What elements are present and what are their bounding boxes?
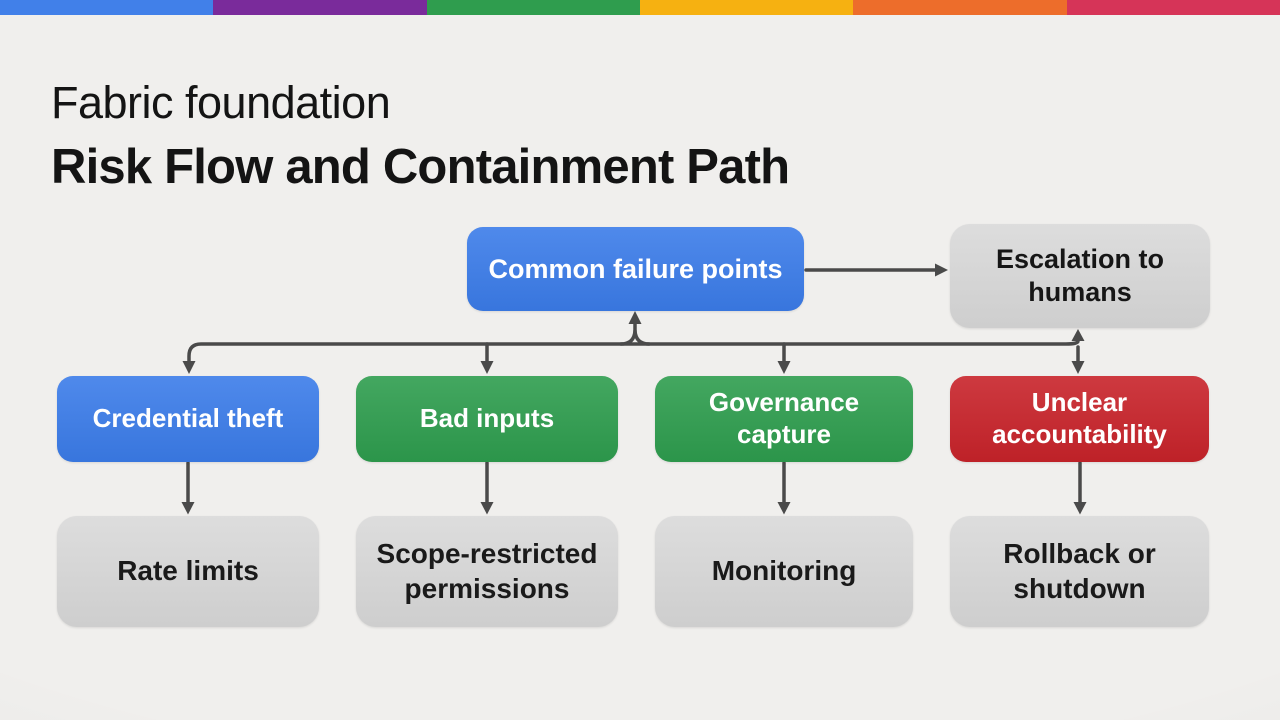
node-governance-capture: Governance capture: [655, 376, 913, 462]
title-block: Fabric foundation Risk Flow and Containm…: [51, 72, 790, 196]
node-label: Monitoring: [711, 555, 857, 587]
node-label: Governance capture: [708, 387, 860, 449]
node-label: Rate limits: [117, 555, 259, 587]
arrow-governance-to-monitoring: [777, 461, 791, 515]
arrow-credential-to-rate-limits: [181, 461, 195, 515]
slide-kicker: Fabric foundation: [51, 77, 391, 128]
node-label: Unclear accountability: [992, 387, 1167, 449]
page-title: Risk Flow and Containment Path: [51, 140, 790, 194]
top-stripe: [0, 0, 1280, 15]
arrow-bus-to-bad-inputs: [480, 342, 494, 374]
arrow-bus-to-common: [619, 311, 651, 346]
node-common-failure-points: Common failure points: [467, 227, 804, 311]
arrow-bus-to-unclear: [1071, 345, 1085, 374]
arrow-unclear-to-rollback: [1073, 461, 1087, 515]
stripe-seg-yellow: [639, 0, 854, 15]
node-label: Common failure points: [488, 253, 783, 284]
node-label: Scope-restricted permissions: [376, 538, 598, 604]
stripe-seg-crimson: [1066, 0, 1280, 15]
node-label: Bad inputs: [419, 403, 555, 434]
node-label: Escalation to humans: [995, 244, 1165, 307]
node-label: Rollback or shutdown: [1003, 538, 1156, 604]
node-rollback-or-shutdown: Rollback or shutdown: [950, 516, 1209, 627]
stripe-seg-purple: [213, 0, 427, 15]
stripe-seg-blue: [0, 0, 214, 15]
node-label: Credential theft: [92, 403, 284, 434]
arrow-bus-line: [182, 329, 1085, 374]
arrow-bus-to-governance: [777, 342, 791, 374]
node-credential-theft: Credential theft: [57, 376, 319, 462]
node-bad-inputs: Bad inputs: [356, 376, 618, 462]
node-rate-limits: Rate limits: [57, 516, 319, 627]
node-monitoring: Monitoring: [655, 516, 913, 627]
stripe-seg-orange: [853, 0, 1067, 15]
node-escalation-to-humans: Escalation to humans: [950, 224, 1210, 328]
arrow-common-to-escalation: [804, 263, 948, 277]
stripe-seg-green: [426, 0, 640, 15]
arrow-bad-inputs-to-scope: [480, 461, 494, 515]
node-unclear-accountability: Unclear accountability: [950, 376, 1209, 462]
node-scope-restricted-permissions: Scope-restricted permissions: [356, 516, 618, 627]
